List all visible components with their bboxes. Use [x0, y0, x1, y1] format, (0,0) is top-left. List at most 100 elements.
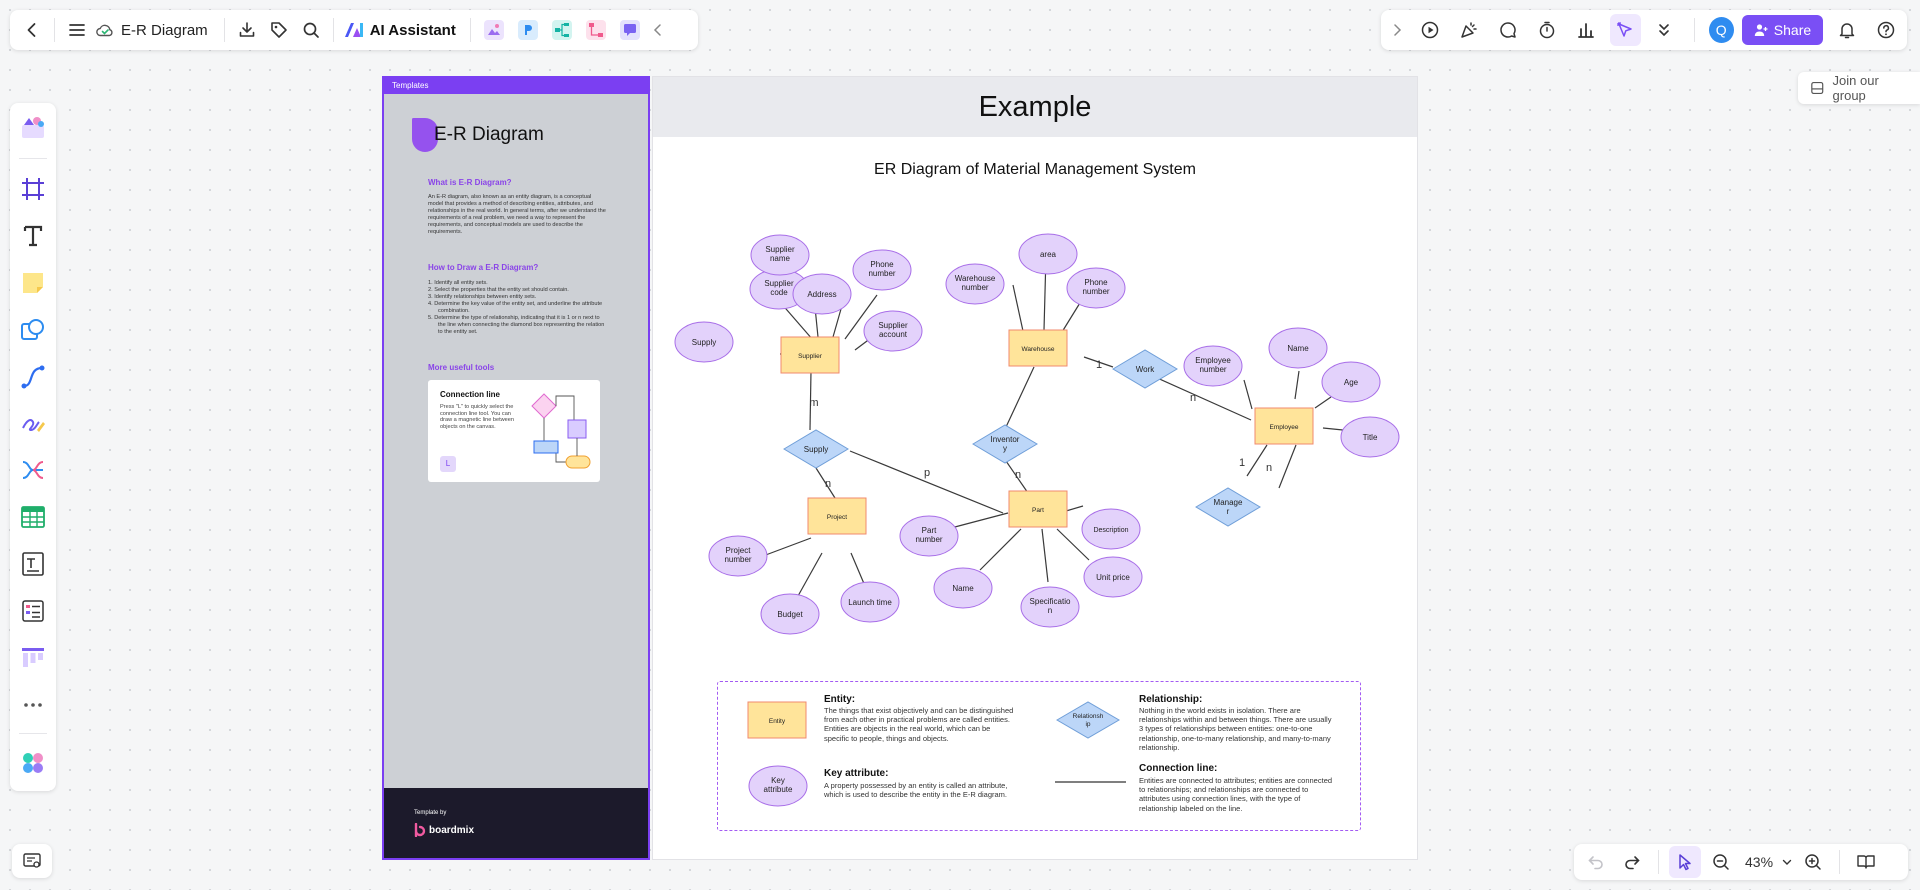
attr-specification[interactable]	[1020, 586, 1080, 628]
document-tool[interactable]	[14, 546, 52, 583]
connector-tool[interactable]	[14, 358, 52, 395]
vote-chart-icon	[1578, 23, 1595, 38]
divider	[19, 157, 47, 159]
apps-tool[interactable]	[14, 744, 52, 781]
join-group-button[interactable]: Join our group	[1798, 72, 1920, 104]
undo-button[interactable]	[1580, 846, 1612, 878]
play-icon	[1422, 21, 1439, 39]
shape-tool[interactable]	[14, 311, 52, 348]
timer-button[interactable]	[1532, 14, 1563, 46]
attr-part-name[interactable]	[933, 567, 993, 609]
document-title[interactable]: E-R Diagram	[121, 21, 208, 39]
attr-supply[interactable]	[674, 321, 734, 363]
text-tool[interactable]	[14, 218, 52, 255]
flowchart-app-icon[interactable]	[585, 20, 606, 40]
minimap-button[interactable]	[12, 844, 52, 878]
list-tool[interactable]	[14, 593, 52, 630]
notifications-button[interactable]	[1831, 14, 1862, 46]
how-heading: How to Draw a E-R Diagram?	[428, 263, 539, 272]
download-button[interactable]	[231, 14, 263, 46]
mindmap-tool[interactable]	[14, 452, 52, 489]
template-info-frame[interactable]: Templates E-R Diagram What is E-R Diagra…	[382, 76, 650, 860]
share-button[interactable]: Share	[1741, 15, 1824, 45]
chevron-down-icon[interactable]	[1781, 856, 1793, 868]
attr-phone-number-1[interactable]	[852, 249, 912, 291]
attr-supplier-name[interactable]	[750, 234, 810, 276]
attr-area[interactable]	[1018, 233, 1078, 275]
help-button[interactable]	[1870, 14, 1901, 46]
chat-app-icon[interactable]	[619, 20, 640, 40]
rel-work[interactable]	[1112, 349, 1178, 389]
template-by-label: Template by	[414, 810, 447, 816]
attr-launch-time[interactable]	[840, 581, 900, 623]
attr-label: number	[1082, 287, 1109, 296]
entity-label: Warehouse	[1022, 346, 1055, 353]
attr-description[interactable]	[1081, 508, 1141, 550]
attr-label: account	[879, 330, 908, 339]
attr-label: number	[868, 269, 895, 278]
attr-phone-number-2[interactable]	[1066, 267, 1126, 309]
sticky-note-tool[interactable]	[14, 265, 52, 302]
bell-icon	[1839, 23, 1854, 39]
ai-assistant-button[interactable]: AI Assistant	[369, 21, 456, 39]
legend-key-title: Key attribute:	[824, 768, 889, 779]
redo-button[interactable]	[1616, 846, 1648, 878]
tag-icon	[270, 22, 287, 38]
top-right-toolbar: Q Share	[1381, 10, 1907, 50]
example-frame[interactable]: Example ER Diagram of Material Managemen…	[652, 76, 1418, 860]
party-popper-icon	[1461, 22, 1478, 38]
ai-image-app-icon[interactable]	[483, 20, 504, 40]
rel-inventory[interactable]	[972, 424, 1038, 464]
menu-icon	[69, 24, 85, 36]
cloud-sync-status[interactable]	[93, 14, 117, 46]
kanban-tool[interactable]	[14, 639, 52, 676]
collapse-toolbar-button[interactable]	[647, 14, 669, 46]
more-tools-button[interactable]	[1649, 14, 1680, 46]
entity-employee[interactable]	[1254, 407, 1314, 445]
attr-employee-name[interactable]	[1268, 327, 1328, 369]
attr-unit-price[interactable]	[1083, 556, 1143, 598]
comment-button[interactable]	[1493, 14, 1524, 46]
attr-employee-number[interactable]	[1183, 345, 1243, 387]
present-button[interactable]	[1415, 14, 1446, 46]
attr-age[interactable]	[1321, 361, 1381, 403]
expand-toolbar-button[interactable]	[1387, 14, 1407, 46]
follow-mode-button[interactable]	[1609, 14, 1641, 46]
attr-supplier-account[interactable]	[863, 310, 923, 352]
mindmap-app-icon[interactable]	[551, 20, 572, 40]
attr-budget[interactable]	[760, 593, 820, 635]
templates-tool[interactable]	[14, 109, 52, 146]
back-button[interactable]	[16, 14, 48, 46]
chevron-left-icon	[653, 24, 661, 36]
celebrate-button[interactable]	[1454, 14, 1485, 46]
main-menu-button[interactable]	[61, 14, 93, 46]
tag-button[interactable]	[263, 14, 295, 46]
entity-part[interactable]	[1008, 490, 1068, 528]
vote-button[interactable]	[1571, 14, 1602, 46]
rel-manager[interactable]	[1195, 487, 1261, 527]
search-button[interactable]	[295, 14, 327, 46]
attr-warehouse-number[interactable]	[945, 263, 1005, 305]
step-item: 4. Determine the key value of the entity…	[428, 301, 603, 314]
frame-tool[interactable]	[14, 171, 52, 208]
entity-supplier[interactable]	[780, 336, 840, 374]
zoom-out-icon	[1713, 854, 1729, 870]
attr-title[interactable]	[1340, 416, 1400, 458]
book-view-button[interactable]	[1850, 846, 1882, 878]
zoom-in-button[interactable]	[1797, 846, 1829, 878]
zoom-out-button[interactable]	[1705, 846, 1737, 878]
attr-project-number[interactable]	[708, 535, 768, 577]
more-tools-button[interactable]	[14, 686, 52, 723]
zoom-level[interactable]: 43%	[1745, 854, 1774, 870]
entity-project[interactable]	[807, 497, 867, 535]
user-avatar[interactable]: Q	[1708, 17, 1734, 43]
pen-tool[interactable]	[14, 405, 52, 442]
divider	[1839, 850, 1841, 874]
attr-address[interactable]	[792, 273, 852, 315]
select-mode-button[interactable]	[1669, 846, 1701, 878]
table-tool[interactable]	[14, 499, 52, 536]
attr-part-number[interactable]	[899, 515, 959, 557]
presentation-app-icon[interactable]	[517, 20, 538, 40]
rel-supply[interactable]	[783, 429, 849, 469]
entity-warehouse[interactable]	[1008, 329, 1068, 367]
